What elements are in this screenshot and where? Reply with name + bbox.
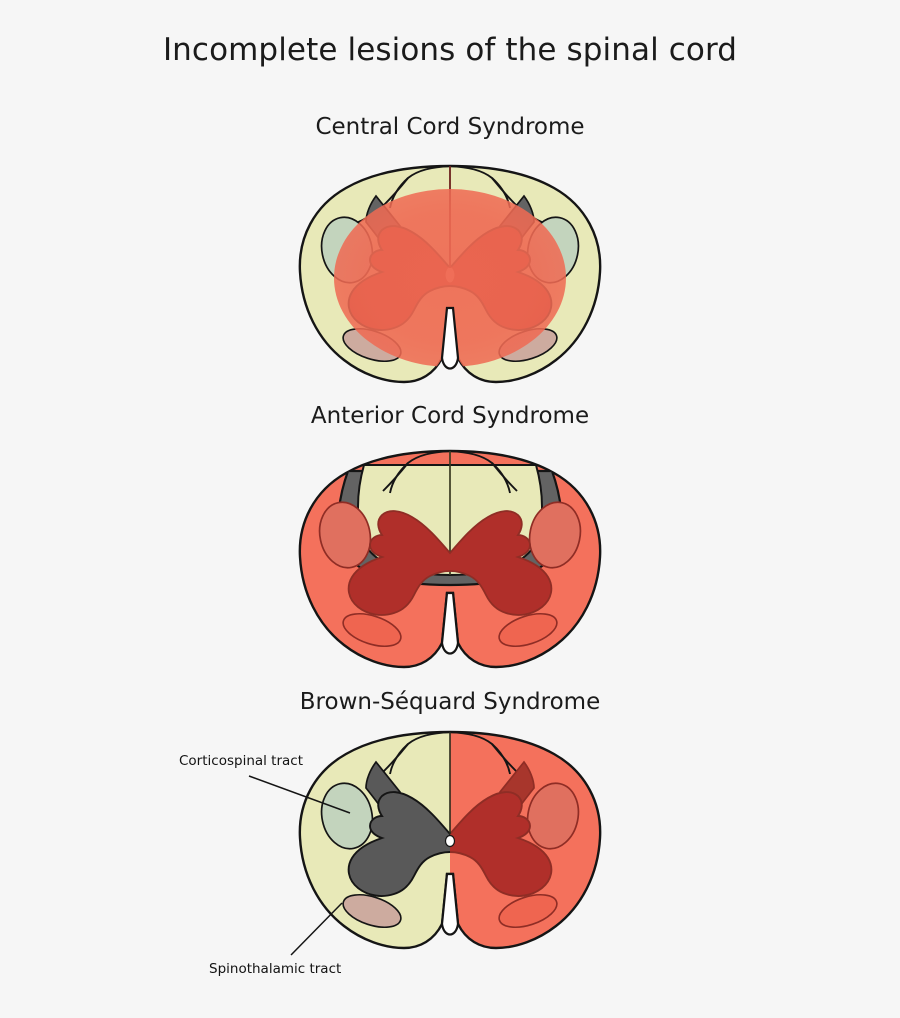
gray-matter-right — [450, 791, 553, 897]
spinothalamic-tract-left — [342, 612, 402, 648]
brown-sequard-svg — [298, 730, 602, 950]
panel-title-anterior-cord: Anterior Cord Syndrome — [310, 403, 590, 429]
lesion-overlay-central — [334, 189, 566, 367]
page-title: Incomplete lesions of the spinal cord — [162, 32, 738, 68]
cord-figure-central-cord — [0, 158, 900, 390]
spinothalamic-tract-left — [342, 893, 402, 929]
cord-figure-brown-sequard — [0, 724, 900, 956]
ventral-median-fissure — [440, 591, 460, 655]
panel-title-central-cord: Central Cord Syndrome — [315, 114, 585, 140]
spinothalamic-tract-right — [498, 893, 558, 929]
annotation-label-corticospinal-tract: Corticospinal tract — [179, 753, 304, 769]
corticospinal-tract-right — [526, 782, 580, 850]
dorsal-column-lobes — [382, 731, 518, 775]
ventral-median-fissure — [440, 306, 460, 370]
corticospinal-tract-right — [528, 501, 582, 569]
cord-figure-anterior-cord — [0, 443, 900, 675]
spinothalamic-tract-right — [498, 612, 558, 648]
anterior-cord-svg — [298, 449, 602, 669]
gray-matter-butterfly — [347, 510, 553, 616]
ventral-median-fissure — [440, 872, 460, 936]
corticospinal-tract-left — [318, 501, 372, 569]
central-cord-svg — [298, 164, 602, 384]
central-canal — [444, 834, 456, 848]
gray-matter-left — [347, 791, 450, 897]
annotation-label-spinothalamic-tract: Spinothalamic tract — [209, 961, 342, 977]
dorsal-column-lobes — [382, 450, 518, 494]
panel-title-brown-sequard: Brown-Séquard Syndrome — [299, 689, 601, 715]
